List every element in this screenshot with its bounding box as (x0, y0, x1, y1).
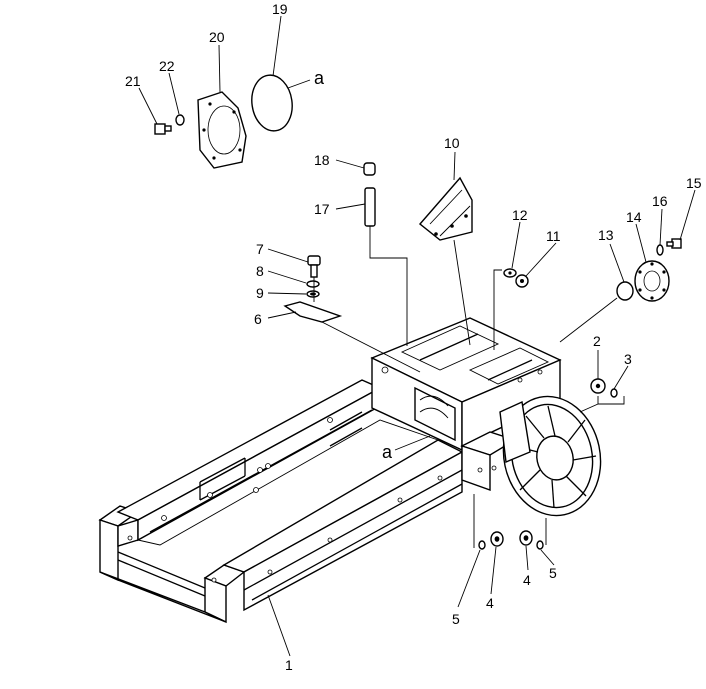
callout-20: 20 (209, 29, 225, 45)
o-ring-part-19 (251, 74, 293, 132)
callout-2: 2 (593, 333, 601, 349)
bolt-part-15 (666, 238, 682, 249)
callout-1: 1 (285, 657, 293, 673)
callout-3: 3 (624, 351, 632, 367)
washer-part-22 (175, 114, 185, 126)
o-ring-part-13 (616, 281, 634, 301)
leader-lines (138, 15, 696, 657)
callout-4-left: 4 (486, 595, 494, 611)
callout-9: 9 (256, 285, 264, 301)
callout-4-right: 4 (523, 572, 531, 588)
callout-14: 14 (626, 209, 642, 225)
stud-part-17 (364, 187, 376, 227)
callout-labels: 1 2 3 4 4 5 5 6 7 8 9 10 11 12 13 14 15 … (125, 1, 702, 673)
callout-17: 17 (314, 201, 330, 217)
flange-plate-part-14 (634, 260, 670, 302)
pin-part-3 (610, 388, 618, 398)
callout-16: 16 (652, 193, 668, 209)
callout-21: 21 (125, 73, 141, 89)
cover-plate-part-20 (197, 91, 247, 169)
plug-part-18 (363, 162, 376, 176)
washer-part-16 (656, 244, 664, 256)
washer-part-8 (306, 280, 320, 288)
main-frame (98, 317, 602, 624)
callout-22: 22 (159, 58, 175, 74)
ref-a-frame: a (382, 442, 393, 462)
pin-part-5-right (536, 540, 544, 550)
callout-6: 6 (254, 311, 262, 327)
cover-part-10 (418, 176, 473, 241)
callout-10: 10 (444, 135, 460, 151)
callout-5-left: 5 (452, 611, 460, 627)
callout-7: 7 (256, 241, 264, 257)
callout-12: 12 (512, 207, 528, 223)
bolt-part-21 (154, 123, 172, 135)
callout-11: 11 (546, 228, 561, 244)
callout-18: 18 (314, 152, 330, 168)
callout-19: 19 (272, 1, 288, 17)
callout-5-right: 5 (549, 565, 557, 581)
callout-15: 15 (686, 175, 702, 191)
ref-a-top: a (314, 68, 325, 88)
bolt-part-7 (307, 255, 321, 278)
plate-part-6 (283, 301, 343, 323)
pin-part-5-left (478, 540, 486, 550)
callout-13: 13 (598, 227, 614, 243)
callout-8: 8 (256, 263, 264, 279)
